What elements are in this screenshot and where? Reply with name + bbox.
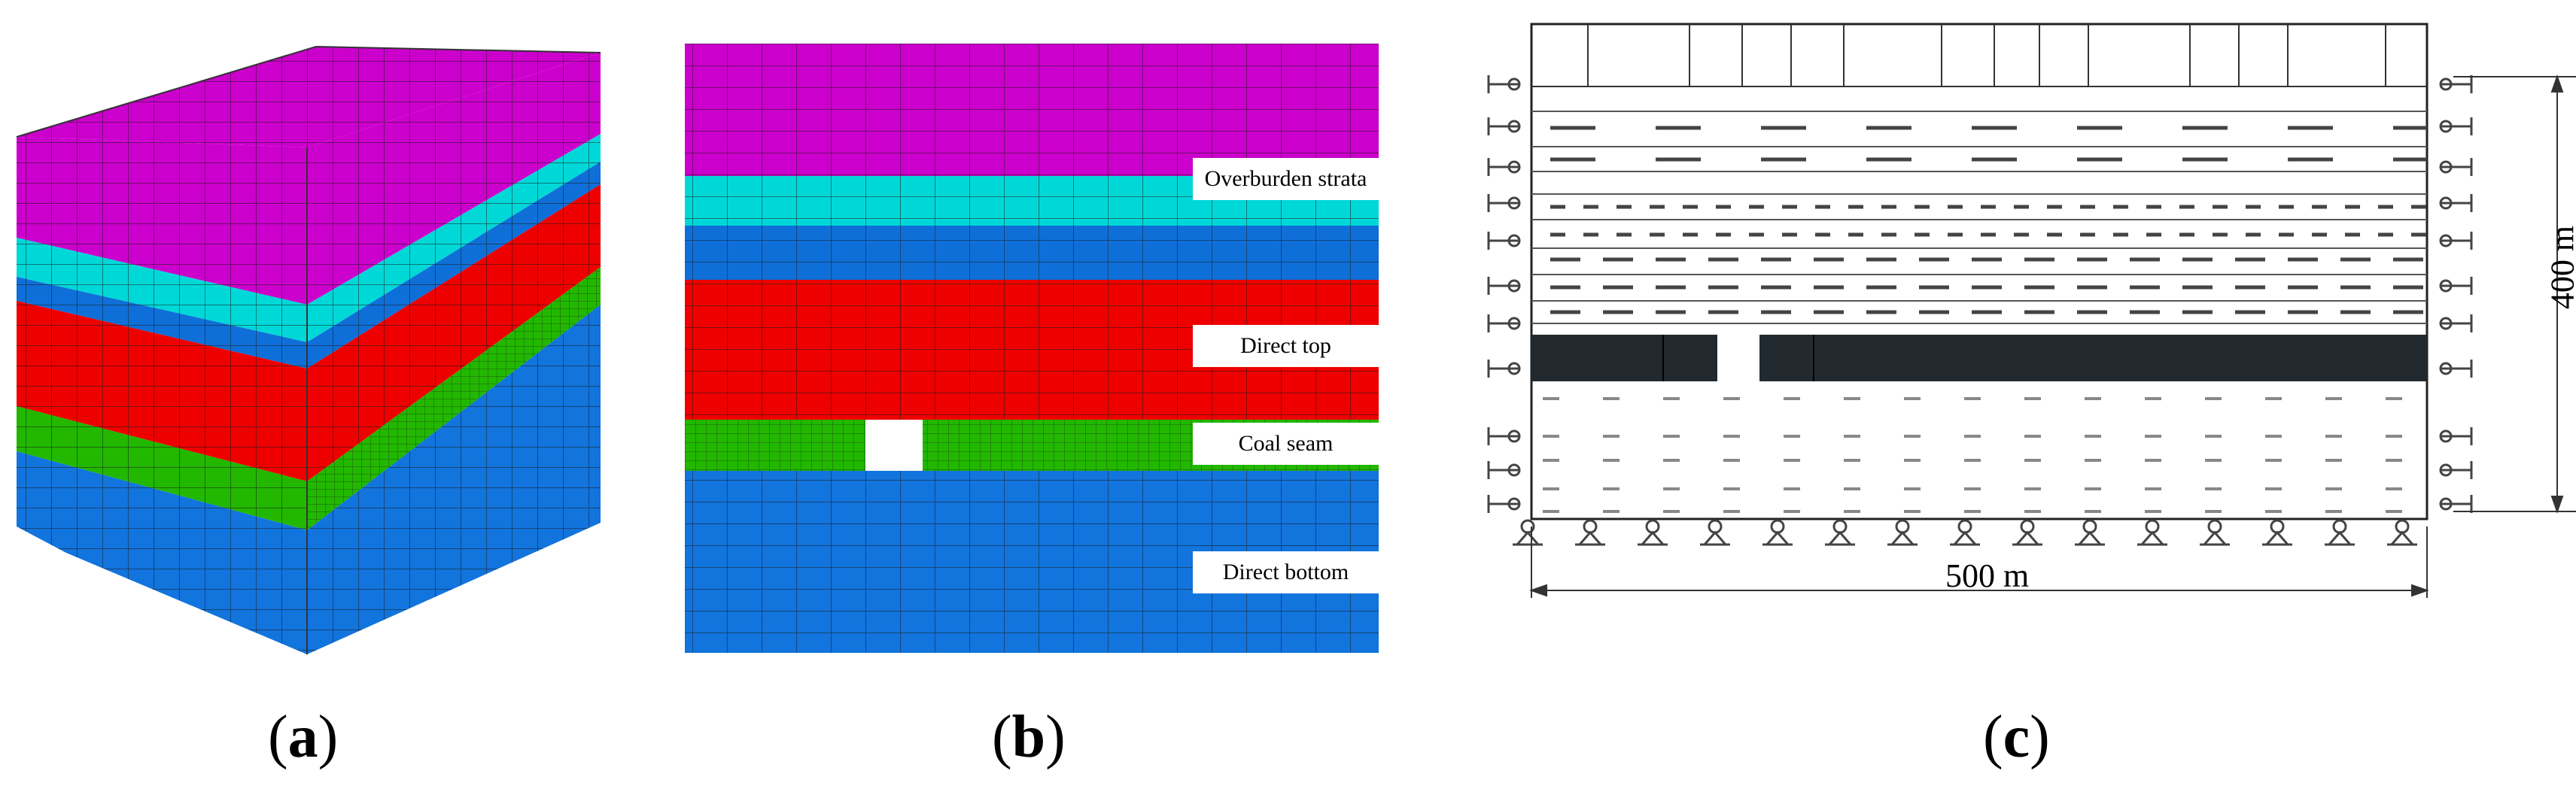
label-direct-top: Direct top [1193,325,1379,367]
strata-lines [1531,111,2427,324]
pin-support [1638,519,1668,546]
pin-support [2075,519,2105,546]
panel-a-3d-mesh-model [16,45,601,654]
roller-support [2439,232,2473,250]
bottom-pin-supports [1513,519,2417,546]
label-coal-seam: Coal seam [1193,423,1379,465]
caption-c: (c) [1983,704,2050,770]
roller-support [1487,360,1521,378]
roller-support [2439,75,2473,93]
pin-support [1825,519,1855,546]
front-face [17,137,307,654]
coal-seam-band [1531,335,2427,381]
top-cells [1531,24,2427,87]
roller-support [1487,75,1521,93]
pin-support [1575,519,1605,546]
roller-support [1487,158,1521,176]
roller-support [1487,277,1521,295]
panel-c-boundary-model [1487,23,2576,598]
roller-support [2439,158,2473,176]
lower-strata-dashes [1543,397,2427,513]
pin-support [2200,519,2230,546]
height-dimension [2453,74,2576,514]
roller-support [2439,461,2473,479]
width-dimension [1528,526,2430,598]
label-direct-bottom: Direct bottom [1193,551,1379,593]
pin-support [2012,519,2042,546]
caption-b: (b) [992,704,1066,770]
pin-support [1513,519,1543,546]
pin-support [2262,519,2292,546]
caption-a: (a) [268,704,339,770]
goaf-opening-c [1717,335,1759,381]
roller-support [1487,495,1521,513]
height-label: 400 m [2544,226,2576,310]
roller-support [2439,495,2473,513]
roller-support [1487,461,1521,479]
pin-support [2387,519,2417,546]
pin-support [1762,519,1793,546]
model-outline [1530,23,2428,520]
roller-support [2439,277,2473,295]
pin-support [1887,519,1918,546]
width-label: 500 m [1945,557,2030,594]
roller-support [1487,427,1521,445]
goaf-opening [865,420,923,471]
roller-support [2439,427,2473,445]
roller-support [2439,314,2473,332]
roller-support [2439,117,2473,135]
pin-support [1950,519,1980,546]
roller-support [1487,194,1521,212]
roller-support [1487,117,1521,135]
label-overburden-strata: Overburden strata [1193,158,1379,200]
side-face [307,53,601,654]
pin-support [2137,519,2167,546]
roller-support [2439,194,2473,212]
roller-support [1487,232,1521,250]
side-roller-supports [1487,75,2473,513]
pin-support [2325,519,2355,546]
pin-support [1700,519,1730,546]
roller-support [2439,360,2473,378]
roller-support [1487,314,1521,332]
strata-dashes [1550,126,2427,314]
